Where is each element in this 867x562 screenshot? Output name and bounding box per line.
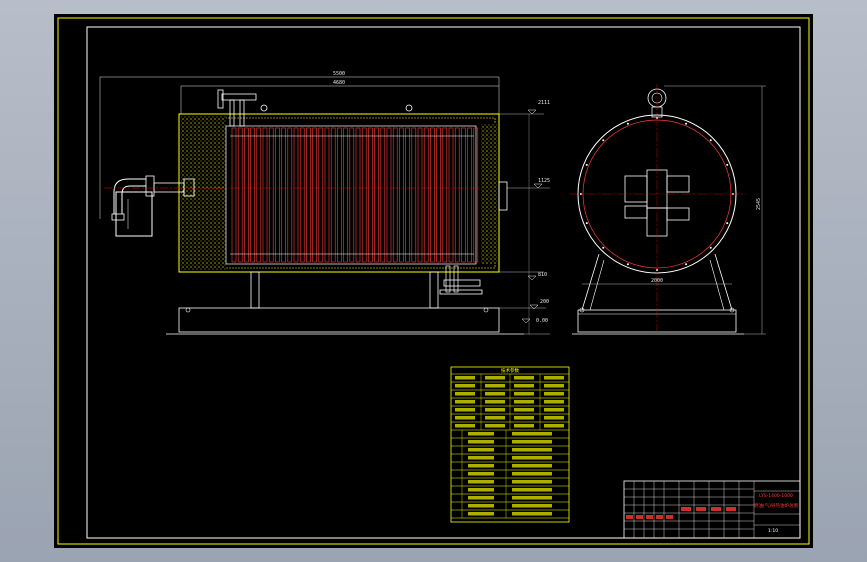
svg-text:1125: 1125	[538, 178, 550, 184]
coil-tube	[293, 127, 299, 263]
rear-port	[498, 181, 508, 211]
svg-text:0.00: 0.00	[536, 318, 548, 324]
lifting-lug-left	[260, 104, 268, 112]
burner	[104, 175, 226, 237]
bolt	[685, 263, 688, 266]
bolt	[626, 263, 629, 266]
outlet-nozzle	[217, 89, 257, 127]
coil-tube	[256, 127, 262, 263]
inner-frame	[86, 26, 801, 539]
support-right	[429, 271, 439, 309]
bolt	[685, 122, 688, 125]
coil-tube	[275, 127, 280, 263]
refractory-front	[181, 116, 226, 270]
coil-tube	[262, 127, 268, 263]
svg-text:200: 200	[540, 299, 549, 305]
coil-tube	[454, 127, 460, 263]
coil-tube	[268, 127, 274, 263]
flange-bolts	[580, 117, 734, 271]
refractory-rear	[481, 124, 497, 264]
bolt	[709, 246, 712, 249]
bolt	[585, 222, 588, 225]
drawing-scale: 1:10	[768, 528, 778, 534]
coil-tube	[355, 127, 361, 263]
coil-tube	[374, 127, 379, 263]
coil-tube	[411, 127, 417, 263]
coil-tube	[299, 127, 305, 263]
coil-tube	[337, 127, 342, 263]
coil-tube	[423, 127, 429, 263]
coil-tube	[436, 127, 441, 263]
outer-frame	[57, 17, 810, 545]
front-view: 5500 4680	[99, 71, 550, 335]
drawing-sheet: 5500 4680	[54, 14, 813, 548]
coil-tube	[287, 127, 293, 263]
support-left	[250, 271, 260, 309]
coil-tube	[399, 127, 404, 263]
coil-tube	[386, 127, 392, 263]
coil-tube	[473, 127, 479, 263]
bolt	[626, 122, 629, 125]
coil-tube	[343, 127, 348, 263]
bolt	[726, 163, 729, 166]
coil-tube	[405, 127, 410, 263]
drawing-name: 燃油(气)导热油炉总图	[754, 502, 799, 509]
dim-inner: 4680	[333, 80, 345, 86]
bolt	[585, 163, 588, 166]
coil-tube	[231, 127, 237, 263]
tech-table-title: 技术参数	[501, 367, 519, 374]
coil-tube	[430, 127, 435, 263]
base-skid	[178, 307, 500, 333]
coil-tubes	[230, 127, 479, 263]
coil-tube	[324, 127, 330, 263]
dim-base-width: 2000	[651, 278, 663, 284]
dim-overall: 5500	[333, 71, 345, 77]
coil-tube	[368, 127, 373, 263]
title-block: LYS-1400-1000 燃油(气)导热油炉总图 1:10	[623, 480, 801, 539]
coil-tube	[380, 127, 386, 263]
coil-tube	[281, 127, 286, 263]
coil-tube	[461, 127, 466, 263]
coil-tube	[306, 127, 311, 263]
bottom-nozzle	[439, 265, 483, 295]
coil-tube	[417, 127, 423, 263]
bolt	[602, 139, 605, 142]
furnace-casing	[225, 125, 477, 265]
coil-tube	[349, 127, 355, 263]
shell-outer	[178, 113, 500, 273]
coil-tube	[442, 127, 448, 263]
coil-tube	[250, 127, 255, 263]
bolt	[726, 222, 729, 225]
coil-tube	[318, 127, 324, 263]
bolt	[602, 246, 605, 249]
svg-text:2111: 2111	[538, 100, 550, 106]
coil-tube	[361, 127, 367, 263]
coil-tube	[312, 127, 317, 263]
dim-height: 2545	[756, 198, 762, 210]
coil-tube	[392, 127, 398, 263]
level-marks: 2111 1125 810 200 0.00	[499, 100, 550, 335]
coil-tube	[448, 127, 454, 263]
coil-tube	[330, 127, 336, 263]
side-view: 2000 2545	[569, 84, 766, 335]
bolt	[709, 139, 712, 142]
drawing-canvas[interactable]: 5500 4680	[54, 14, 813, 548]
coil-tube	[244, 127, 249, 263]
coil-tube	[467, 127, 472, 263]
lifting-lug-right	[405, 104, 413, 112]
tech-parameter-table: 技术参数	[450, 366, 570, 523]
coil-tube	[237, 127, 243, 263]
svg-text:810: 810	[538, 272, 547, 278]
drawing-code: LYS-1400-1000	[759, 493, 793, 499]
